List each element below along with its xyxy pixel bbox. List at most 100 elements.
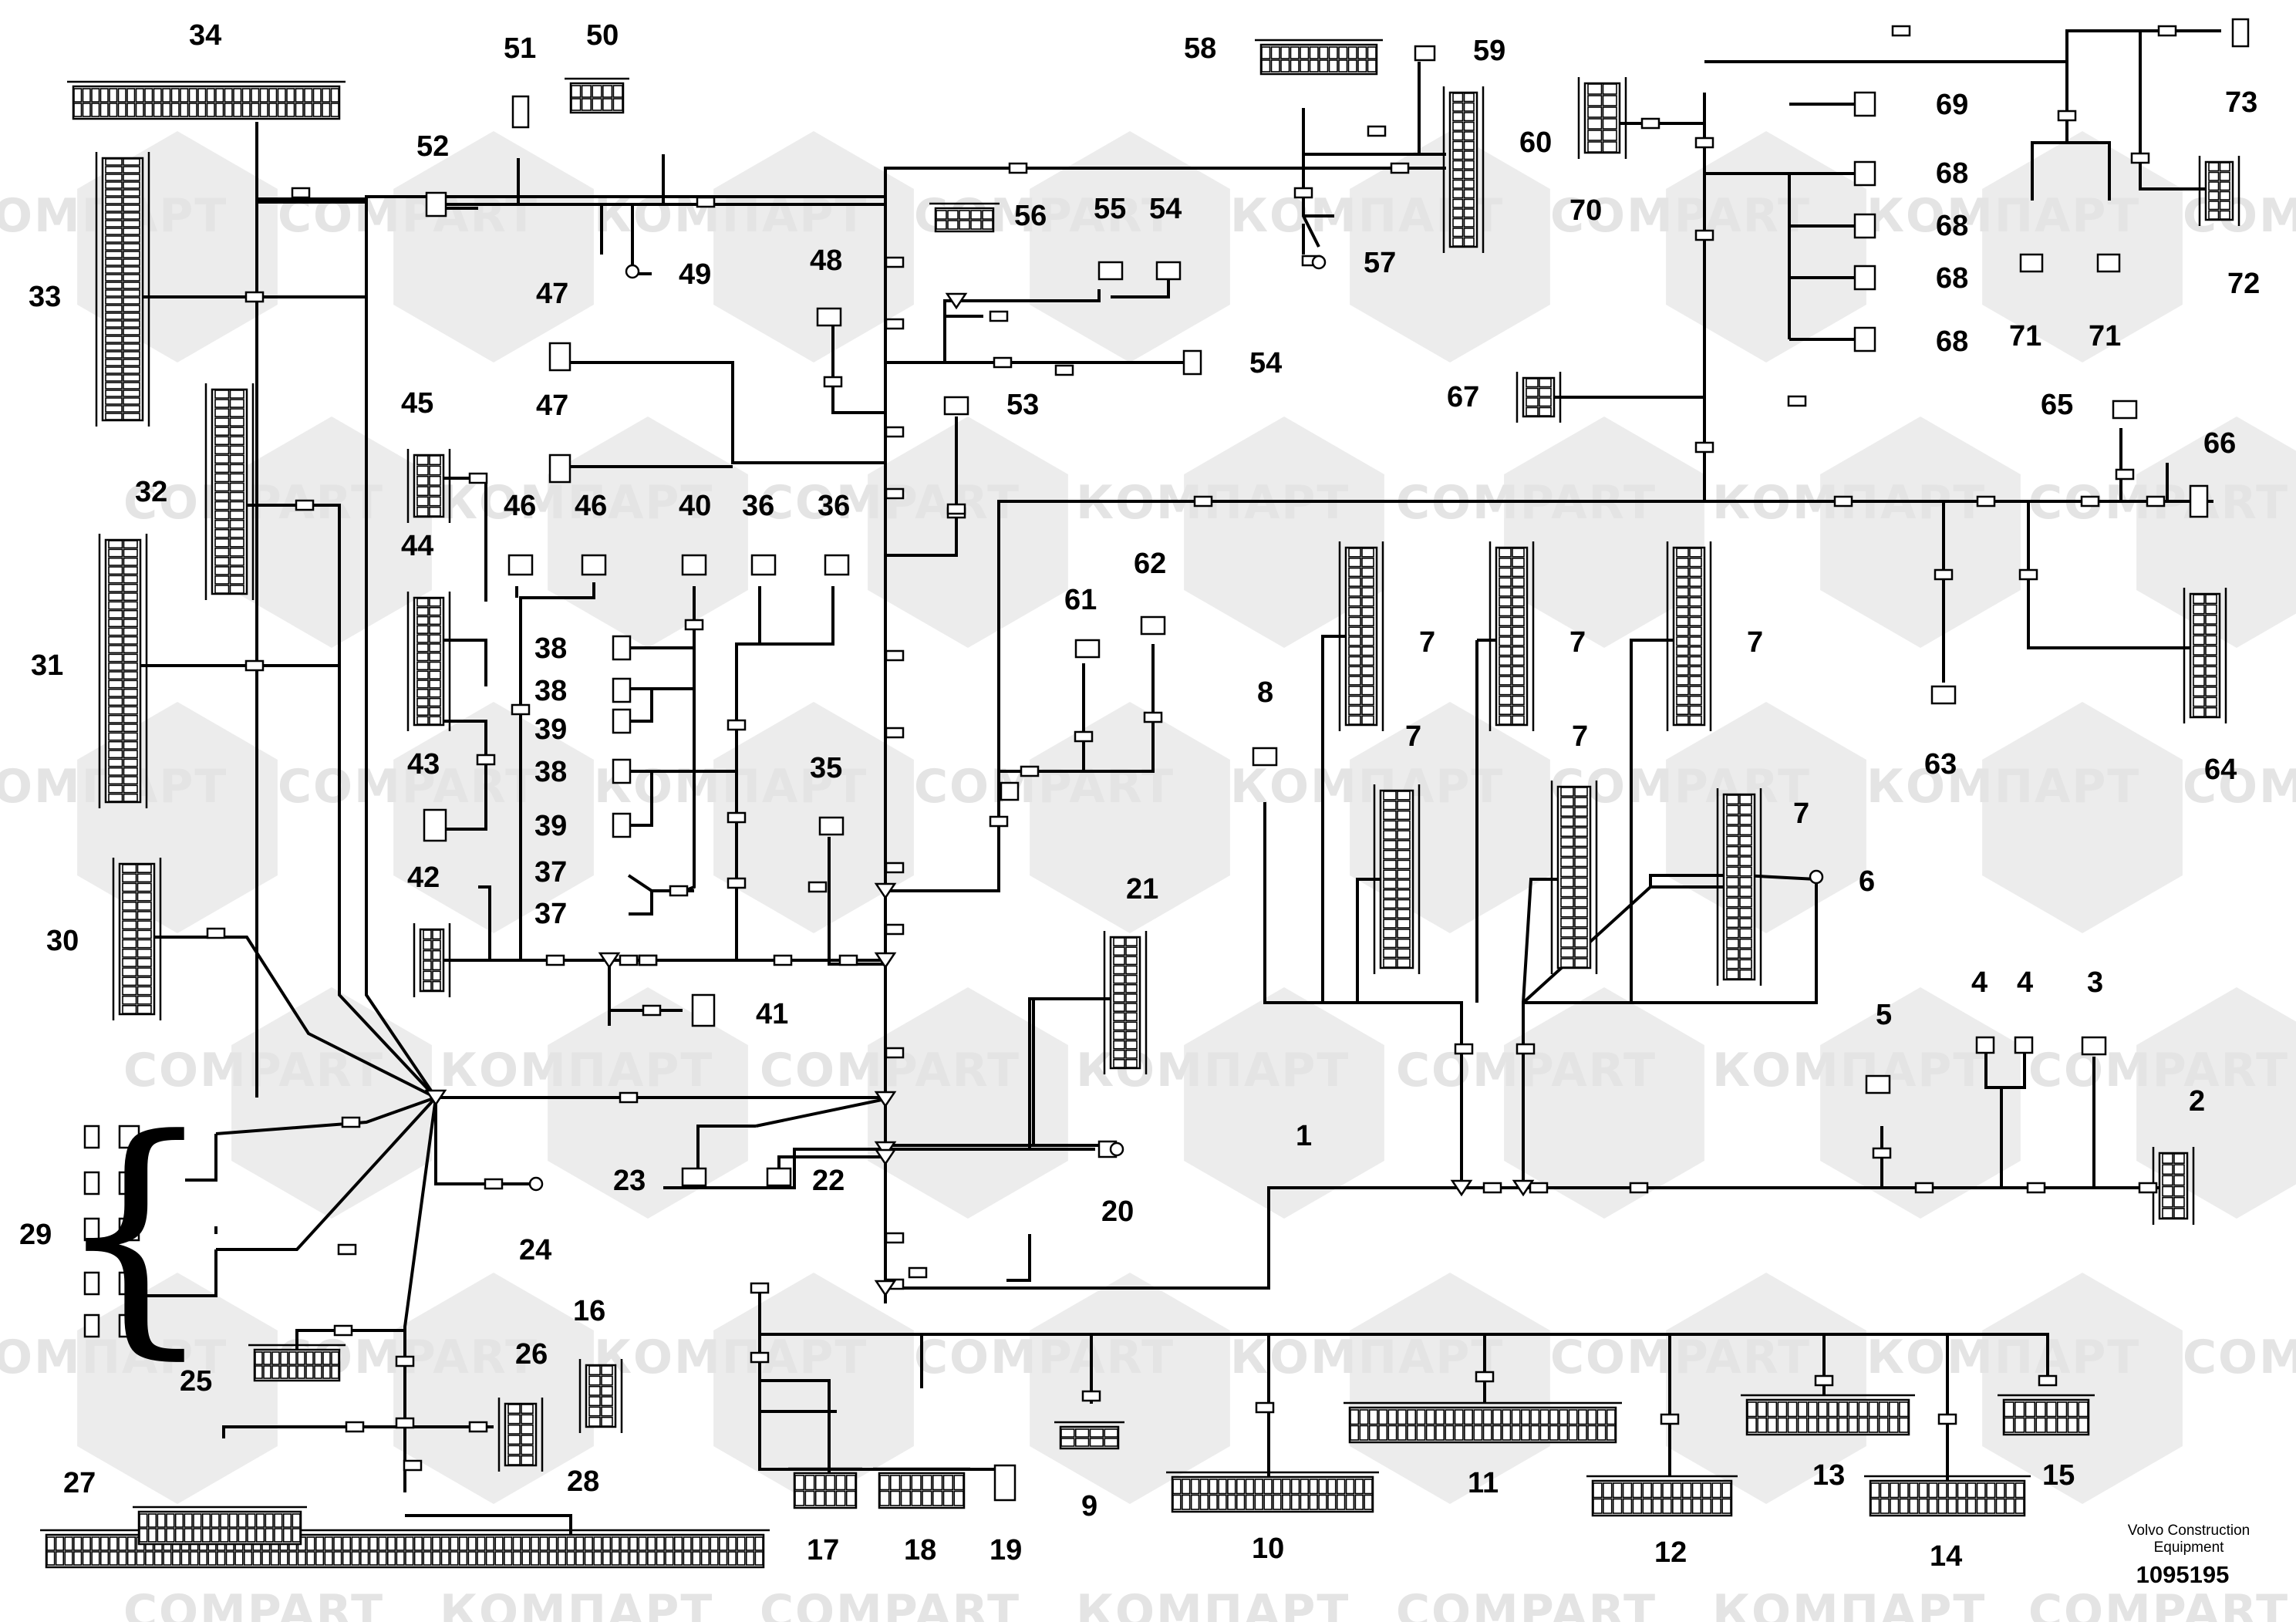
inline-connector bbox=[642, 1004, 662, 1017]
connector-59 bbox=[1414, 45, 1436, 62]
connector-39a bbox=[612, 708, 632, 734]
watermark-hexagon bbox=[1666, 131, 1866, 363]
connector-68b bbox=[1853, 213, 1876, 239]
connector-39b bbox=[612, 812, 632, 838]
callout-46: 46 bbox=[504, 490, 536, 522]
connector-54b bbox=[1182, 349, 1202, 376]
callout-38: 38 bbox=[534, 632, 567, 665]
inline-connector bbox=[484, 1178, 504, 1190]
watermark-text: КОМПАРТ bbox=[0, 1330, 228, 1384]
watermark-hexagon bbox=[1030, 1273, 1230, 1504]
connector-36a bbox=[750, 554, 777, 576]
splice-point bbox=[945, 292, 968, 310]
inline-connector bbox=[696, 196, 716, 208]
ground-49 bbox=[625, 264, 640, 279]
connector-67 bbox=[1515, 372, 1562, 423]
splice-point bbox=[874, 1148, 897, 1166]
watermark-hexagon bbox=[548, 416, 748, 648]
watermark-hexagon bbox=[1350, 1273, 1550, 1504]
inline-connector bbox=[908, 1266, 928, 1279]
watermark-text: COMPART bbox=[1396, 1585, 1657, 1622]
callout-36: 36 bbox=[818, 490, 850, 522]
connector-29a bbox=[83, 1125, 100, 1149]
connector-22 bbox=[766, 1167, 792, 1187]
connector-29b-plug bbox=[118, 1171, 140, 1195]
callout-36: 36 bbox=[742, 490, 774, 522]
connector-7c bbox=[1666, 541, 1712, 731]
connector-32 bbox=[204, 383, 255, 600]
callout-9: 9 bbox=[1081, 1490, 1097, 1523]
document-number: 1095195 bbox=[2136, 1561, 2230, 1588]
inline-connector bbox=[750, 1351, 770, 1364]
watermark-text: КОМПАРТ bbox=[440, 1044, 713, 1098]
watermark-text: COMPART bbox=[2183, 1330, 2296, 1384]
callout-69: 69 bbox=[1936, 89, 1968, 121]
callout-47: 47 bbox=[536, 278, 568, 310]
inline-connector bbox=[727, 877, 747, 889]
inline-connector bbox=[1937, 1413, 1957, 1425]
connector-2 bbox=[2152, 1147, 2195, 1225]
inline-connector bbox=[1629, 1182, 1649, 1194]
watermark-hexagon bbox=[1184, 416, 1384, 648]
watermark-text: COMPART bbox=[2028, 1044, 2289, 1098]
watermark-hexagon bbox=[393, 1273, 594, 1504]
inline-connector bbox=[295, 499, 315, 511]
callout-72: 72 bbox=[2227, 268, 2260, 300]
inline-connector bbox=[1482, 1182, 1502, 1194]
callout-59: 59 bbox=[1473, 35, 1505, 67]
watermark-hexagon bbox=[868, 416, 1068, 648]
connector-44 bbox=[406, 592, 451, 731]
watermark-hexagon bbox=[713, 131, 914, 363]
callout-73: 73 bbox=[2225, 86, 2257, 119]
connector-17 bbox=[788, 1467, 862, 1509]
watermark-hexagon bbox=[713, 702, 914, 933]
callout-22: 22 bbox=[812, 1165, 845, 1197]
inline-connector bbox=[403, 1459, 423, 1472]
inline-connector bbox=[333, 1324, 353, 1337]
callout-37: 37 bbox=[534, 898, 567, 930]
connector-71a bbox=[2019, 253, 2044, 273]
callout-7: 7 bbox=[1419, 626, 1435, 659]
inline-connector bbox=[2130, 152, 2150, 164]
connector-15 bbox=[1998, 1394, 2095, 1436]
inline-connector bbox=[1390, 162, 1410, 174]
callout-labels: 1 2 3 4 4 5 6 7 7 7 7 7 7 8 9 10 11 12 1… bbox=[19, 19, 2260, 1573]
caption-block: Volvo Construction Equipment 1095195 bbox=[2128, 1523, 2250, 1588]
watermark-hexagon bbox=[1504, 987, 1704, 1219]
connector-72 bbox=[2198, 156, 2240, 226]
callout-71: 71 bbox=[2009, 320, 2041, 352]
inline-connector bbox=[2038, 1374, 2058, 1387]
inline-connector bbox=[838, 954, 858, 966]
callout-16: 16 bbox=[573, 1295, 605, 1327]
inline-connector bbox=[885, 649, 905, 662]
connector-12 bbox=[1586, 1475, 1738, 1517]
connector-55 bbox=[1097, 261, 1124, 281]
inline-connector bbox=[1694, 137, 1714, 149]
connector-31 bbox=[98, 534, 148, 808]
watermark-text: COMPART bbox=[278, 760, 538, 814]
connector-61 bbox=[1074, 639, 1101, 659]
connector-47a bbox=[548, 342, 571, 372]
inline-connector bbox=[345, 1421, 365, 1433]
watermark-hexagon bbox=[548, 987, 748, 1219]
inline-connector bbox=[2138, 1182, 2158, 1194]
inline-connector bbox=[1694, 441, 1714, 454]
inline-connector bbox=[291, 187, 311, 199]
callout-57: 57 bbox=[1364, 247, 1396, 279]
connector-8 bbox=[1252, 747, 1278, 767]
watermark-layer: КОМПАРТ COMPART КОМПАРТ COMPART КОМПАРТ COMPA… bbox=[0, 131, 2296, 1622]
callout-67: 67 bbox=[1447, 381, 1479, 413]
inline-connector bbox=[395, 1417, 415, 1429]
inline-connector bbox=[885, 1047, 905, 1059]
watermark-text: COMPART bbox=[760, 476, 1020, 530]
callout-68: 68 bbox=[1936, 325, 1968, 358]
watermark-hexagon bbox=[2136, 416, 2296, 648]
callout-47: 47 bbox=[536, 389, 568, 422]
connector-10 bbox=[1166, 1471, 1379, 1513]
callout-70: 70 bbox=[1569, 194, 1602, 227]
connector-68c bbox=[1853, 265, 1876, 291]
connector-4a bbox=[1975, 1036, 1995, 1054]
watermark-text: КОМПАРТ bbox=[440, 1585, 713, 1622]
inline-connector bbox=[1976, 495, 1996, 508]
